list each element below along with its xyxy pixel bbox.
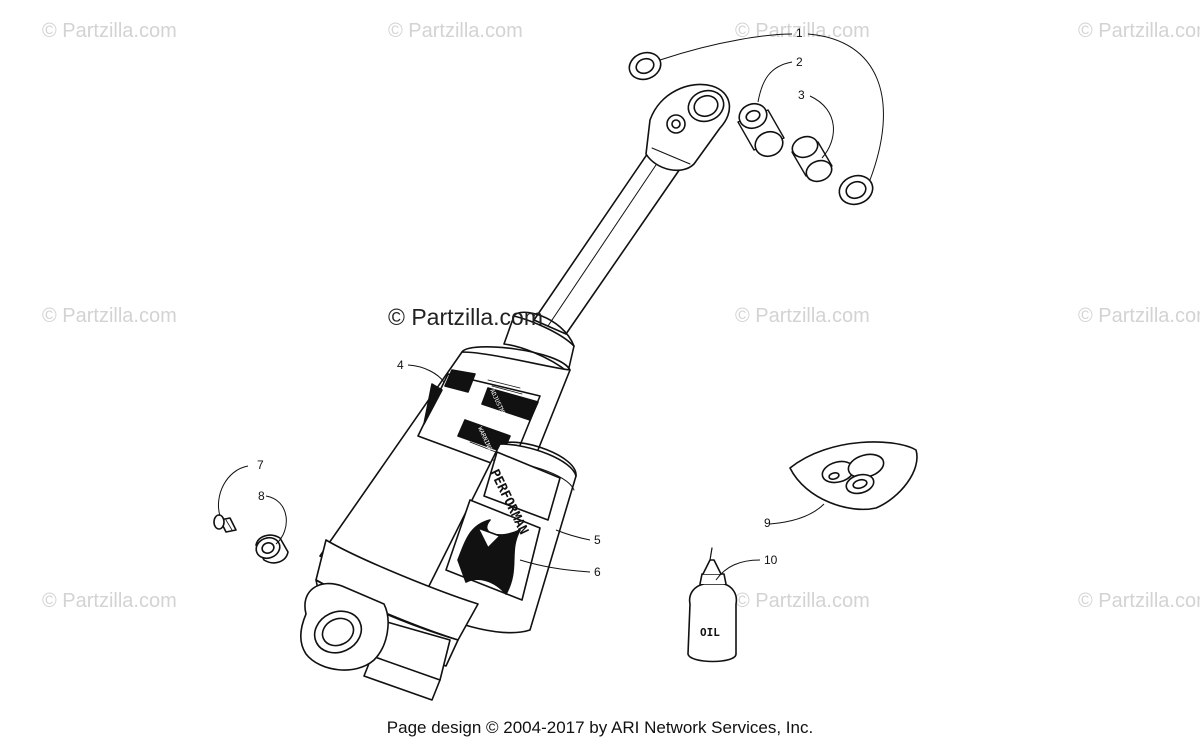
part-screw bbox=[213, 514, 237, 533]
watermark: © Partzilla.com bbox=[42, 305, 177, 327]
watermark: © Partzilla.com bbox=[388, 20, 523, 42]
watermark: © Partzilla.com bbox=[42, 590, 177, 612]
shock-base-block bbox=[363, 619, 451, 701]
watermark: © Partzilla.com bbox=[1078, 590, 1200, 612]
leader-lines bbox=[218, 33, 884, 581]
part-washer-upper bbox=[628, 51, 662, 81]
callout-2: 2 bbox=[796, 55, 803, 69]
callout-7: 7 bbox=[257, 458, 264, 472]
part-reservoir-sticker bbox=[445, 451, 561, 601]
shock-shaft bbox=[533, 149, 683, 335]
shock-bottom-eyelet bbox=[299, 582, 389, 671]
callout-3: 3 bbox=[798, 88, 805, 102]
part-sleeve-bushing bbox=[737, 102, 785, 158]
page-footer: Page design © 2004-2017 by ARI Network S… bbox=[386, 718, 814, 737]
callout-1: 1 bbox=[796, 26, 803, 40]
watermark: © Partzilla.com bbox=[1078, 305, 1200, 327]
callout-8: 8 bbox=[258, 489, 265, 503]
part-seal-kit bbox=[789, 441, 918, 511]
watermark: © Partzilla.com bbox=[735, 590, 870, 612]
callout-9: 9 bbox=[764, 516, 771, 530]
shock-top-eyelet bbox=[645, 83, 731, 172]
watermark: © Partzilla.com bbox=[1078, 20, 1200, 42]
watermark: © Partzilla.com bbox=[735, 305, 870, 327]
watermark-center: © Partzilla.com bbox=[388, 304, 543, 330]
part-adjuster-knob bbox=[255, 534, 289, 564]
watermark: © Partzilla.com bbox=[735, 20, 870, 42]
oil-bottle-label: OIL bbox=[700, 626, 720, 639]
callout-4: 4 bbox=[397, 358, 404, 372]
watermark: © Partzilla.com bbox=[42, 20, 177, 42]
callout-6: 6 bbox=[594, 565, 601, 579]
callout-10: 10 bbox=[764, 553, 778, 567]
part-washer-lower bbox=[838, 174, 874, 206]
part-oil-bottle bbox=[687, 547, 738, 663]
callout-5: 5 bbox=[594, 533, 601, 547]
part-spacer-bushing bbox=[791, 135, 833, 183]
